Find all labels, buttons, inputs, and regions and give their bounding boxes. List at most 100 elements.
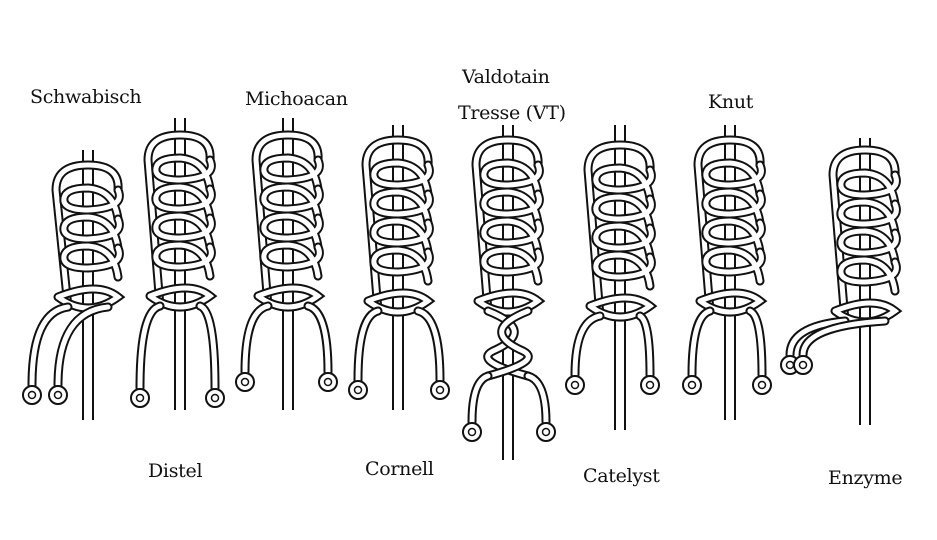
wrap-coil bbox=[259, 182, 324, 223]
tail-eye-left-eye bbox=[467, 427, 477, 437]
tail-eye-right bbox=[793, 355, 813, 375]
wrap-coil bbox=[259, 153, 324, 194]
tail-eye-left bbox=[235, 372, 255, 392]
collar-turn bbox=[363, 288, 436, 317]
tail-eye-right-eye bbox=[53, 390, 63, 400]
outer-bight bbox=[583, 140, 655, 321]
wrap-coil bbox=[836, 197, 901, 238]
tail-eye-left bbox=[130, 388, 150, 408]
tail-eye-left bbox=[565, 375, 585, 395]
wrap-coil bbox=[369, 187, 434, 228]
tail-left bbox=[27, 302, 73, 390]
wrap-coil bbox=[151, 211, 216, 252]
tail-eye-right-eye bbox=[210, 393, 220, 403]
tail-eye-right bbox=[205, 388, 225, 408]
tail-eye-right-eye bbox=[541, 427, 551, 437]
wrap-coil bbox=[591, 250, 656, 291]
tail-eye-right-eye bbox=[757, 380, 767, 390]
wrap-coil bbox=[59, 183, 124, 224]
label-catelyst: Catelyst bbox=[583, 465, 660, 487]
tail-eye-right bbox=[752, 375, 772, 395]
tail-right bbox=[195, 301, 220, 393]
wrap-coil bbox=[59, 241, 124, 282]
tail-left bbox=[687, 306, 715, 380]
label-tresse-vt: Tresse (VT) bbox=[458, 102, 566, 124]
label-cornell: Cornell bbox=[365, 458, 434, 480]
collar-turn bbox=[53, 284, 126, 313]
tail-eye-left-eye bbox=[570, 380, 580, 390]
wrap-coil bbox=[479, 158, 544, 199]
tail-eye-right-eye bbox=[435, 385, 445, 395]
wrap-coil bbox=[369, 216, 434, 257]
wrap-coil bbox=[479, 216, 544, 257]
label-distel: Distel bbox=[148, 460, 203, 482]
label-michoacan: Michoacan bbox=[245, 88, 348, 110]
tail-eye-right-eye bbox=[323, 377, 333, 387]
tail-left bbox=[240, 301, 273, 377]
tail-eye-right-eye bbox=[798, 360, 808, 370]
tail-right bbox=[523, 371, 551, 427]
tail-eye-left-eye bbox=[240, 377, 250, 387]
tail-eye-left bbox=[22, 385, 42, 405]
wrap-coil bbox=[151, 182, 216, 223]
collar-turn bbox=[695, 288, 768, 317]
wrap-coil bbox=[151, 240, 216, 281]
tail-eye-right bbox=[536, 422, 556, 442]
tail-left bbox=[785, 316, 850, 360]
tail-eye-left-eye bbox=[27, 390, 37, 400]
tail-left bbox=[135, 301, 165, 393]
wrap-coil bbox=[701, 187, 766, 228]
outer-bight bbox=[251, 130, 323, 311]
outer-bight bbox=[693, 135, 765, 316]
tail-right bbox=[798, 316, 890, 360]
wrap-coil bbox=[479, 187, 544, 228]
outer-bight bbox=[51, 160, 123, 312]
wrap-coil bbox=[151, 153, 216, 194]
wrap-coil bbox=[591, 192, 656, 233]
collar-turn bbox=[253, 283, 326, 312]
tail-eye-left bbox=[348, 380, 368, 400]
outer-bight bbox=[471, 135, 543, 316]
tail-right bbox=[413, 306, 445, 385]
tail-eye-left-eye bbox=[687, 380, 697, 390]
label-schwabisch: Schwabisch bbox=[30, 86, 142, 108]
wrap-coil bbox=[836, 255, 901, 296]
wrap-coil bbox=[701, 245, 766, 286]
tail-eye-right bbox=[430, 380, 450, 400]
outer-bight bbox=[361, 135, 433, 316]
wrap-coil bbox=[701, 216, 766, 257]
label-valdotain: Valdotain bbox=[462, 66, 550, 88]
tail-eye-left bbox=[682, 375, 702, 395]
tail-left bbox=[467, 371, 493, 427]
tail-eye-left-eye bbox=[135, 393, 145, 403]
tail-right bbox=[303, 301, 333, 377]
wrap-coil bbox=[591, 221, 656, 262]
wrap-coil bbox=[479, 245, 544, 286]
tail-eye-right-eye bbox=[645, 380, 655, 390]
tail-eye-right bbox=[48, 385, 68, 405]
wrap-coil bbox=[701, 158, 766, 199]
tail-eye-left-eye bbox=[353, 385, 363, 395]
wrap-coil bbox=[836, 226, 901, 267]
wrap-coil bbox=[369, 245, 434, 286]
tail-left bbox=[353, 306, 383, 385]
collar-turn bbox=[145, 283, 218, 312]
wrap-coil bbox=[259, 240, 324, 281]
outer-bight bbox=[143, 130, 215, 311]
wrap-coil bbox=[59, 212, 124, 253]
tail-left bbox=[570, 311, 605, 380]
tail-right bbox=[635, 311, 655, 380]
label-knut: Knut bbox=[708, 91, 754, 113]
tail-eye-left bbox=[462, 422, 482, 442]
wrap-coil bbox=[836, 168, 901, 209]
tail-right bbox=[745, 306, 767, 380]
label-enzyme: Enzyme bbox=[828, 467, 903, 489]
wrap-coil bbox=[591, 163, 656, 204]
wrap-coil bbox=[259, 211, 324, 252]
wrap-coil bbox=[369, 158, 434, 199]
outer-bight bbox=[828, 145, 900, 326]
braid-strand bbox=[483, 306, 533, 381]
tail-eye-right bbox=[318, 372, 338, 392]
